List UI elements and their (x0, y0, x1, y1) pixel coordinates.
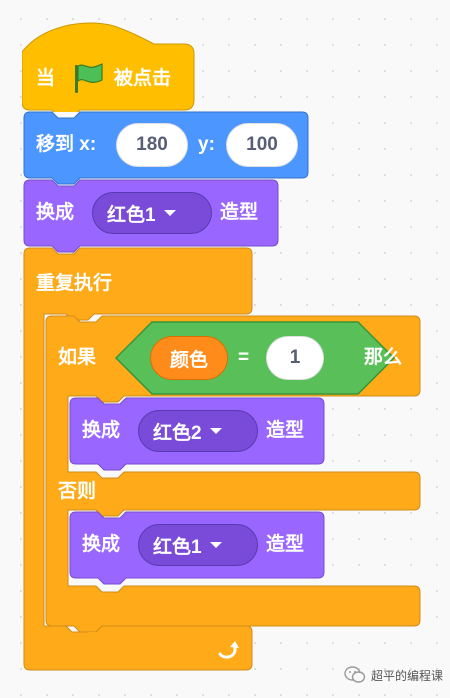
watermark-text: 超平的编程课 (371, 668, 444, 683)
switch-costume-block-else[interactable]: 换成 红色1 造型 (68, 510, 328, 585)
then-label: 那么 (364, 347, 403, 368)
switch-costume-block-top[interactable]: 换成 红色1 造型 (22, 178, 282, 253)
compare-value-input[interactable]: 1 (266, 336, 324, 380)
costume-dropdown[interactable]: 红色1 (138, 524, 258, 566)
go-to-xy-block[interactable]: 移到 x: 180 y: 100 (22, 110, 312, 185)
costume-suffix-label: 造型 (266, 420, 305, 441)
chevron-down-icon (209, 428, 222, 434)
equals-condition[interactable]: 颜色 = 1 (114, 320, 396, 396)
y-value-input[interactable]: 100 (226, 123, 298, 167)
green-flag-icon (75, 63, 103, 93)
go-to-x-label: 移到 x: (36, 134, 97, 155)
hat-suffix-label: 被点击 (114, 68, 172, 89)
hat-block-shape (22, 22, 195, 112)
costume-dropdown[interactable]: 红色1 (92, 192, 212, 234)
switch-costume-label: 换成 (36, 202, 75, 223)
color-reporter-label: 颜色 (169, 349, 208, 371)
x-value-input[interactable]: 180 (116, 123, 188, 167)
when-flag-clicked-block[interactable]: 当 被点击 (22, 18, 196, 112)
else-label: 否则 (58, 481, 97, 502)
chevron-down-icon (209, 542, 222, 548)
chevron-down-icon (163, 210, 176, 216)
switch-costume-block-if[interactable]: 换成 红色2 造型 (68, 396, 328, 471)
forever-label: 重复执行 (36, 273, 113, 294)
switch-costume-label: 换成 (82, 420, 121, 441)
watermark: 超平的编程课 (344, 666, 443, 684)
loop-arrow-icon (218, 641, 239, 659)
costume-dropdown-value: 红色1 (153, 536, 202, 558)
costume-dropdown-value: 红色2 (153, 422, 202, 444)
forever-block[interactable]: 重复执行 (22, 246, 262, 676)
y-label: y: (198, 134, 215, 155)
costume-dropdown[interactable]: 红色2 (138, 410, 258, 452)
if-else-block[interactable]: 如果 颜色 = 1 那么 否则 (44, 314, 424, 632)
if-else-block-shape (45, 315, 421, 632)
switch-costume-label: 换成 (82, 534, 121, 555)
wechat-icon (344, 666, 366, 683)
if-label: 如果 (58, 347, 97, 368)
hat-prefix-label: 当 (36, 68, 56, 89)
costume-suffix-label: 造型 (220, 202, 259, 223)
costume-suffix-label: 造型 (266, 534, 305, 555)
costume-dropdown-value: 红色1 (107, 204, 156, 226)
equals-operator: = (238, 347, 250, 368)
color-reporter[interactable]: 颜色 (150, 336, 228, 380)
